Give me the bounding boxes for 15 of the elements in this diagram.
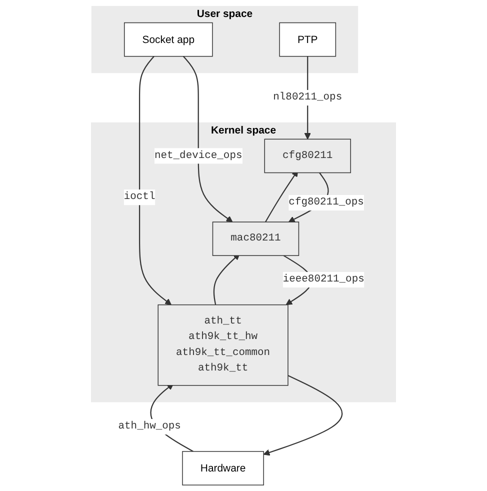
edge-label: ieee80211_ops bbox=[282, 273, 364, 286]
edge-label: ath_hw_ops bbox=[118, 420, 181, 432]
arrow bbox=[263, 375, 343, 456]
node-box: PTP bbox=[279, 22, 336, 57]
node-box: Hardware bbox=[182, 451, 264, 486]
edge-label: ioctl bbox=[124, 191, 156, 203]
node-box: ath_tt ath9k_tt_hw ath9k_tt_common ath9k_tt bbox=[158, 304, 288, 386]
node-box: mac80211 bbox=[212, 222, 300, 256]
node-box: Socket app bbox=[124, 22, 213, 57]
node-box: cfg80211 bbox=[264, 138, 351, 174]
edge-label: nl80211_ops bbox=[273, 91, 342, 104]
arrow bbox=[182, 56, 233, 222]
edge-label: net_device_ops bbox=[154, 150, 242, 162]
edge-label: cfg80211_ops bbox=[288, 196, 364, 208]
arrow bbox=[138, 56, 172, 306]
